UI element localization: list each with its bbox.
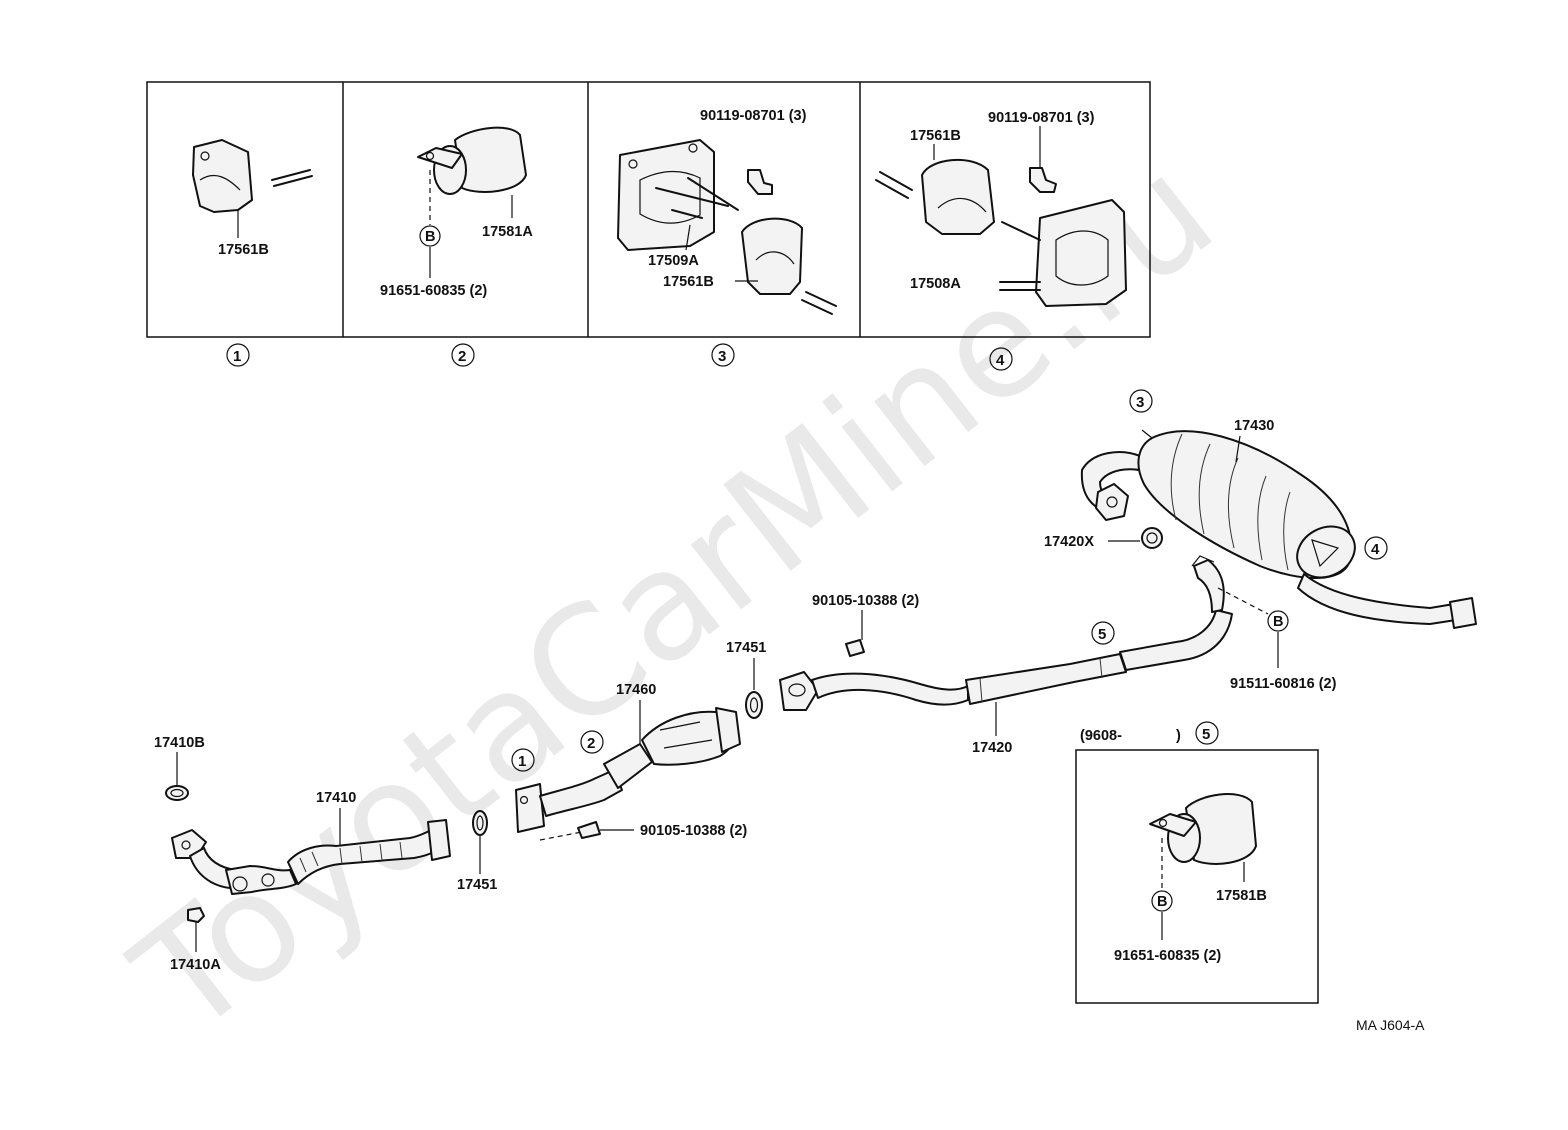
circle-b-main: B xyxy=(1273,614,1283,630)
label-17410a: 17410A xyxy=(170,957,221,973)
panel-5-date-close: ) xyxy=(1176,728,1181,744)
center-pipe-17420: 17420 5 xyxy=(779,555,1233,756)
label-17561b-p4: 17561B xyxy=(910,128,961,144)
label-17451-left: 17451 xyxy=(457,877,497,893)
label-17430: 17430 xyxy=(1234,418,1274,434)
label-91651-60835-p2: 91651-60835 (2) xyxy=(380,283,487,299)
diagram-code: MA J604-A xyxy=(1356,1017,1425,1033)
panel-5-detail: (9608- ) 5 B 17581B 91651-60835 (2) xyxy=(1075,721,1319,1004)
panel-5-date: (9608- xyxy=(1080,728,1122,744)
label-17508a: 17508A xyxy=(910,276,961,292)
panel-2-bushing: B 17581A 91651-60835 (2) xyxy=(380,126,533,299)
marker-4-main: 4 xyxy=(1371,541,1380,558)
circle-b-icon xyxy=(419,225,441,247)
marker-1-main: 1 xyxy=(518,753,526,770)
label-91651-60835-p5: 91651-60835 (2) xyxy=(1114,948,1221,964)
label-17561b-p3: 17561B xyxy=(663,274,714,290)
label-17410b: 17410B xyxy=(154,735,205,751)
catalytic-converter-17460: 17460 1 2 xyxy=(511,682,741,833)
tail-pipe-muffler-17430: 17430 3 4 xyxy=(1080,389,1477,629)
label-17410: 17410 xyxy=(316,790,356,806)
label-17581a: 17581A xyxy=(482,224,533,240)
label-17420: 17420 xyxy=(972,740,1012,756)
marker-3-main: 3 xyxy=(1136,394,1144,411)
front-pipe-17410: 17410 xyxy=(171,790,451,895)
label-90119-08701-p3: 90119-08701 (3) xyxy=(700,108,807,124)
label-17509a: 17509A xyxy=(648,253,699,269)
marker-5-main: 5 xyxy=(1098,626,1106,643)
label-17561b-p1: 17561B xyxy=(218,242,269,258)
detail-panels xyxy=(146,81,1151,338)
gasket-17451-left: 17451 xyxy=(457,810,497,893)
circle-b-letter: B xyxy=(425,229,435,245)
gasket-17420x: 17420X xyxy=(1044,527,1163,550)
gasket-17410b: 17410B xyxy=(154,735,205,801)
panel-4-bracket: 17561B 90119-08701 (3) 17508A xyxy=(875,110,1127,307)
bolt-91511-60816: B 91511-60816 (2) xyxy=(1217,587,1337,692)
panel-number-4: 4 xyxy=(996,352,1005,369)
label-17460: 17460 xyxy=(616,682,656,698)
label-17451-right: 17451 xyxy=(726,640,766,656)
marker-2-main: 2 xyxy=(587,735,595,752)
label-90119-08701-p4: 90119-08701 (3) xyxy=(988,110,1095,126)
label-90105-10388-upper: 90105-10388 (2) xyxy=(812,593,919,609)
circle-b-p5: B xyxy=(1157,894,1167,910)
bolt-90105-upper: 90105-10388 (2) xyxy=(812,593,919,657)
gasket-17451-right: 17451 xyxy=(726,640,766,719)
label-91511-60816: 91511-60816 (2) xyxy=(1230,676,1337,692)
nut-17410a: 17410A xyxy=(170,907,221,973)
label-17581b: 17581B xyxy=(1216,888,1267,904)
panel-number-2: 2 xyxy=(458,348,466,365)
panel-number-1: 1 xyxy=(233,348,241,365)
bolt-90105-lower: 90105-10388 (2) xyxy=(539,821,747,841)
label-17420x: 17420X xyxy=(1044,534,1094,550)
panel-3-bracket: 90119-08701 (3) 17509A 17561B xyxy=(617,108,837,315)
panel-1-rubber-hanger: 17561B xyxy=(192,139,313,258)
panel-number-row: 1 2 3 4 xyxy=(226,343,1013,371)
label-90105-10388-lower: 90105-10388 (2) xyxy=(640,823,747,839)
panel-number-5: 5 xyxy=(1202,726,1210,743)
panel-number-3: 3 xyxy=(718,348,726,365)
